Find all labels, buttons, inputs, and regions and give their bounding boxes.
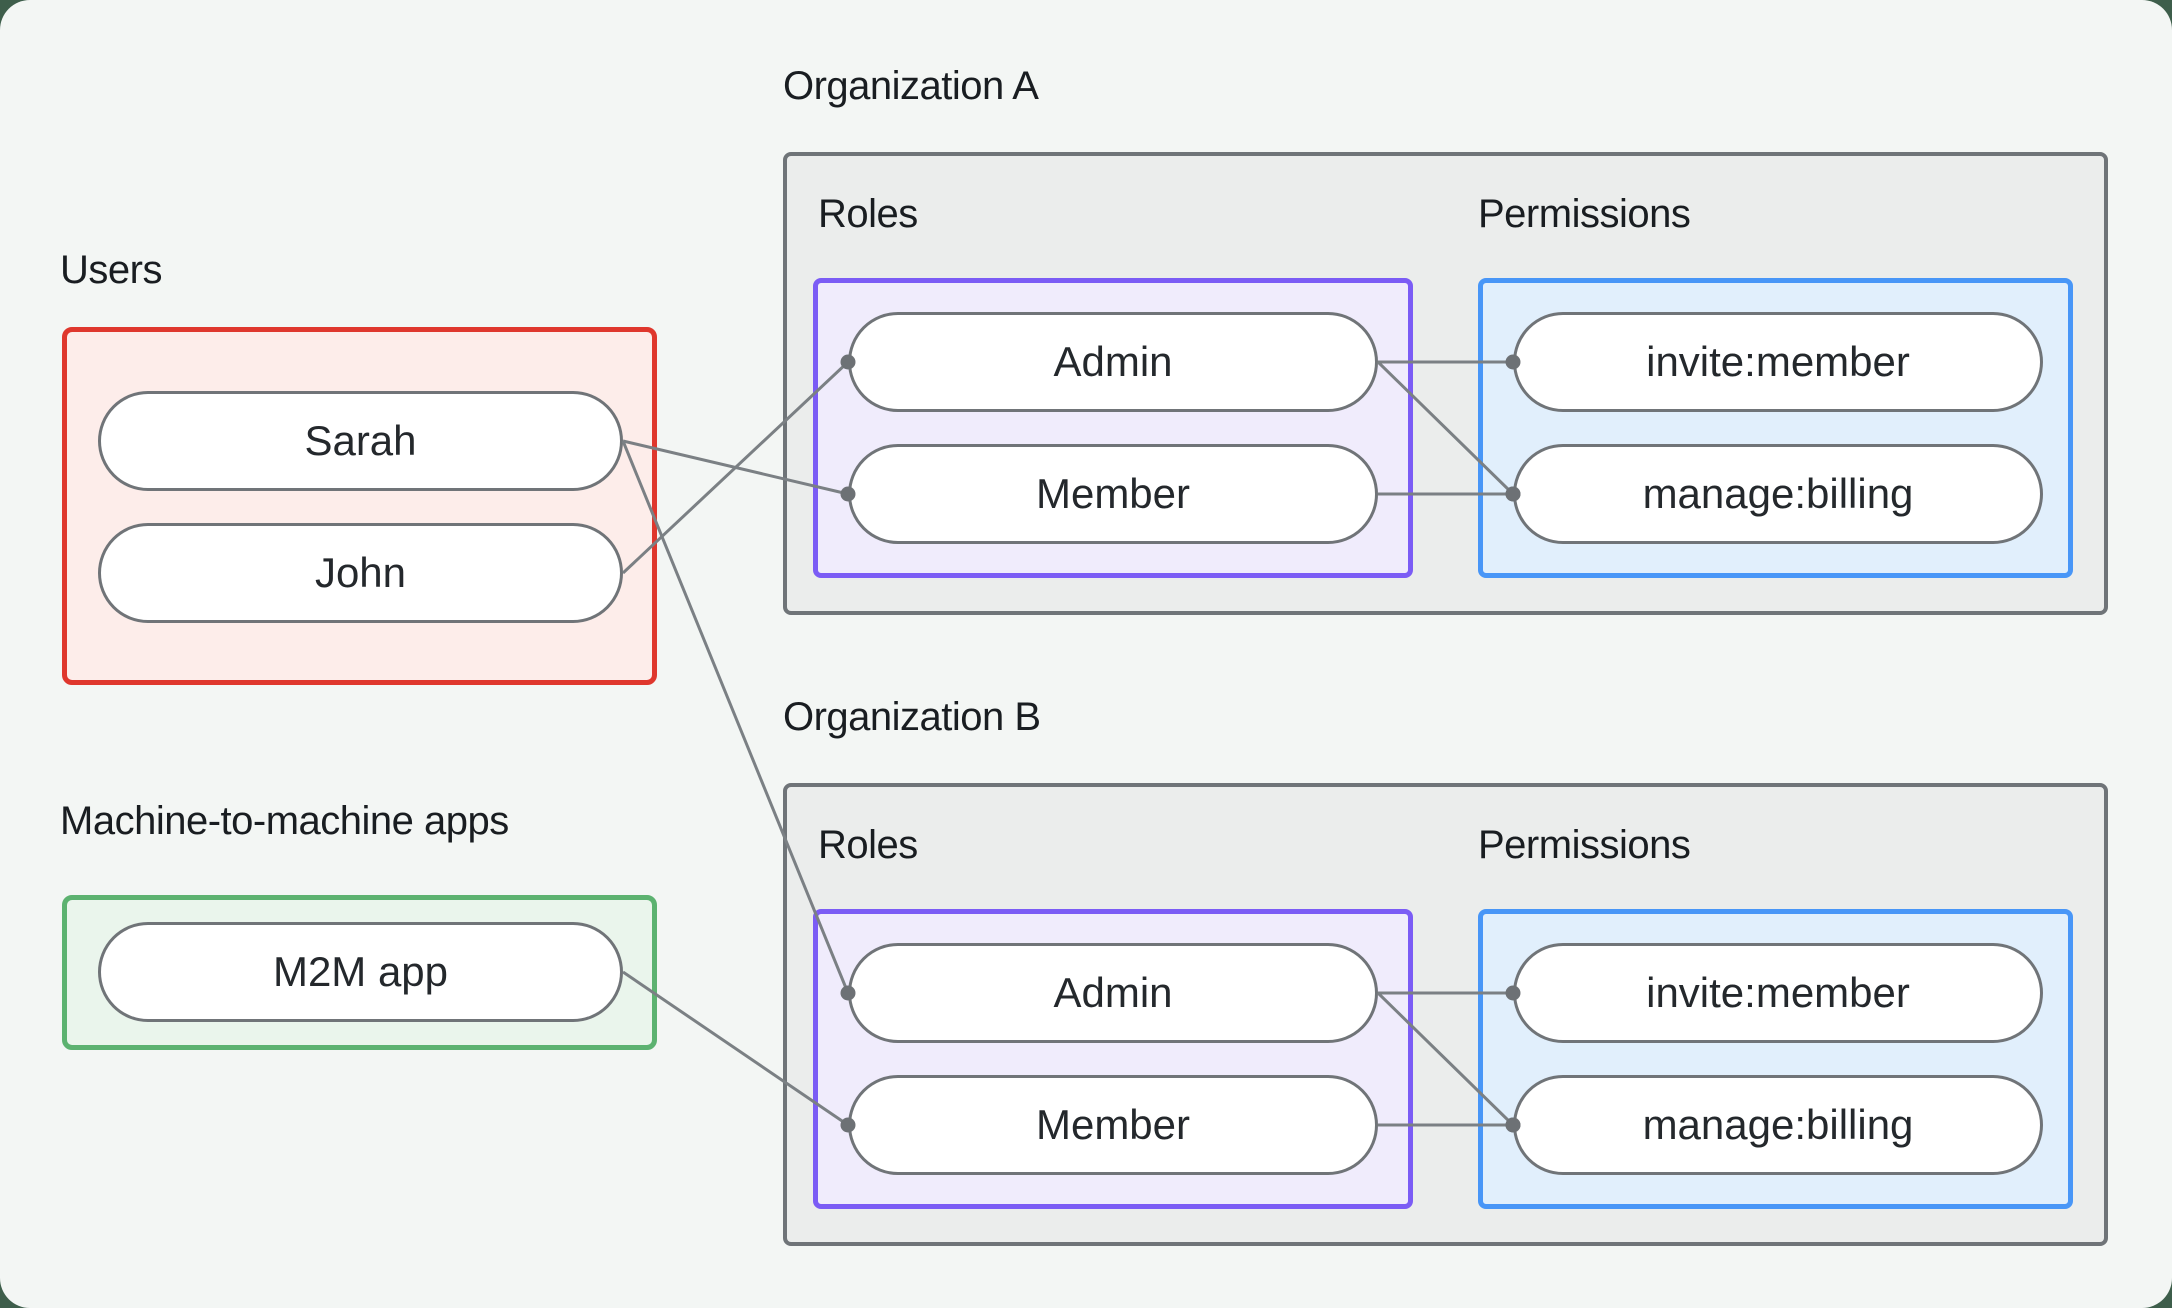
org-a-permission-invite-member: invite:member	[1513, 312, 2043, 412]
user-pill-sarah: Sarah	[98, 391, 623, 491]
org-b-permission-invite-member: invite:member	[1513, 943, 2043, 1043]
org-b-permissions-label: Permissions	[1478, 823, 1691, 867]
org-b-permission-manage-billing: manage:billing	[1513, 1075, 2043, 1175]
org-a-permissions-label: Permissions	[1478, 192, 1691, 236]
org-a-title: Organization A	[783, 64, 1039, 108]
org-b-role-member: Member	[848, 1075, 1378, 1175]
org-a-permission-manage-billing: manage:billing	[1513, 444, 2043, 544]
org-b-role-admin: Admin	[848, 943, 1378, 1043]
users-group-box	[62, 327, 657, 685]
org-a-roles-label: Roles	[818, 192, 918, 236]
org-a-role-member: Member	[848, 444, 1378, 544]
org-b-roles-label: Roles	[818, 823, 918, 867]
m2m-app-pill: M2M app	[98, 922, 623, 1022]
m2m-section-title: Machine-to-machine apps	[60, 799, 509, 843]
org-a-role-admin: Admin	[848, 312, 1378, 412]
users-section-title: Users	[60, 248, 162, 292]
org-b-title: Organization B	[783, 695, 1041, 739]
user-pill-john: John	[98, 523, 623, 623]
